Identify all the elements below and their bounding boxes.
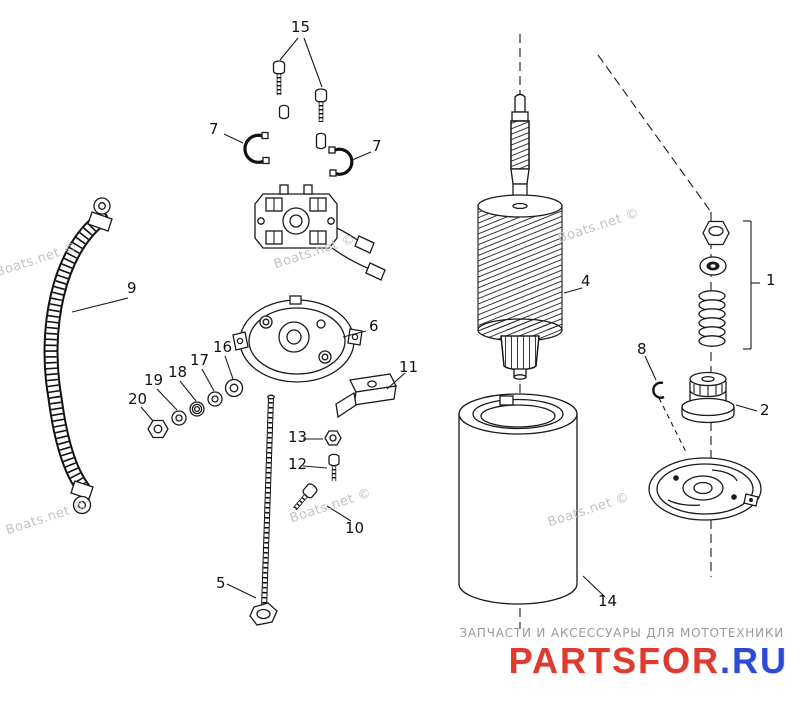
logo-letter: R xyxy=(732,640,760,681)
drive-pinion-drawing xyxy=(681,371,735,424)
washer-17-drawing xyxy=(207,391,223,407)
leader-lines xyxy=(71,37,758,599)
through-bolt-drawing xyxy=(249,394,278,626)
clip-8-drawing xyxy=(652,381,665,399)
callout-5: 5 xyxy=(216,574,226,592)
callout-4: 4 xyxy=(581,272,591,290)
logo-letter: R xyxy=(691,640,720,681)
clip-7-right xyxy=(328,146,354,177)
callout-19: 19 xyxy=(144,371,164,389)
clip-7-left xyxy=(243,131,270,165)
callout-20: 20 xyxy=(128,390,148,408)
washer-19-drawing xyxy=(171,410,187,426)
logo-letter: F xyxy=(637,640,662,681)
callout-11: 11 xyxy=(399,358,419,376)
end-cover-drawing xyxy=(648,457,762,521)
armature-drawing xyxy=(477,93,563,380)
screw-12-drawing xyxy=(328,453,340,481)
callout-7b: 7 xyxy=(372,137,382,155)
screw-15-right xyxy=(314,88,328,150)
spring-retainer-drawing xyxy=(699,256,727,276)
logo-letter: . xyxy=(719,640,732,681)
callout-1-bracket xyxy=(743,220,760,350)
callout-8: 8 xyxy=(637,340,647,358)
washer-16-drawing xyxy=(224,378,244,398)
callout-14: 14 xyxy=(598,592,618,610)
footer-tagline: ЗАПЧАСТИ И АКСЕССУАРЫ ДЛЯ МОТОТЕХНИКИ xyxy=(459,626,784,640)
logo-letter: O xyxy=(661,640,692,681)
stop-nut-drawing xyxy=(702,220,730,246)
callout-2: 2 xyxy=(760,401,770,419)
bracket-11-drawing xyxy=(335,373,397,419)
screw-15-left xyxy=(272,60,290,120)
brush-holder-drawing xyxy=(254,184,386,281)
field-frame-drawing xyxy=(458,393,578,605)
callout-15: 15 xyxy=(291,18,311,36)
battery-cable-drawing xyxy=(43,197,113,515)
callout-16: 16 xyxy=(213,338,233,356)
logo-letter: T xyxy=(587,640,612,681)
logo-letter: S xyxy=(611,640,638,681)
callout-10: 10 xyxy=(345,519,365,537)
callout-9: 9 xyxy=(127,279,137,297)
callout-13: 13 xyxy=(288,428,308,446)
screw-10-drawing xyxy=(293,483,318,511)
partsfor-logo: PARTSFOR.RU xyxy=(509,640,788,682)
callout-1: 1 xyxy=(766,271,776,289)
nut-13-drawing xyxy=(324,430,342,446)
callout-7a: 7 xyxy=(209,120,219,138)
logo-letter: R xyxy=(559,640,588,681)
washer-18-drawing xyxy=(189,401,205,417)
logo-letter: P xyxy=(508,640,532,681)
callout-17: 17 xyxy=(190,351,210,369)
callout-18: 18 xyxy=(168,363,188,381)
logo-letter: U xyxy=(760,640,788,681)
drive-spring-drawing xyxy=(698,290,726,347)
nut-20-drawing xyxy=(147,419,169,439)
end-cap-drawing xyxy=(232,295,363,383)
logo-letter: A xyxy=(531,640,560,681)
callout-6: 6 xyxy=(369,317,379,335)
callout-12: 12 xyxy=(288,455,308,473)
